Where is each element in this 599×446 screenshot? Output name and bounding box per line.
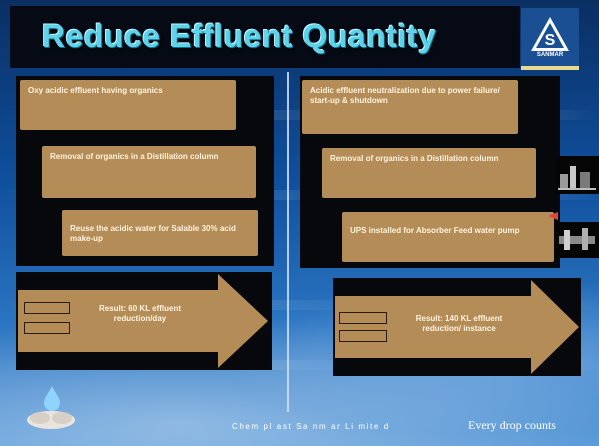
result-bar bbox=[24, 322, 70, 334]
wave-highlight bbox=[0, 300, 599, 310]
sanmar-logo: S SANMAR bbox=[521, 8, 579, 68]
svg-text:S: S bbox=[545, 32, 556, 49]
result-arrow-icon bbox=[335, 280, 579, 374]
sanmar-logo-icon: S bbox=[531, 17, 569, 51]
right-step-3: UPS installed for Absorber Feed water pu… bbox=[342, 212, 554, 262]
right-step-1: Acidic effluent neutralization due to po… bbox=[302, 80, 518, 134]
side-thumbnail bbox=[556, 222, 599, 258]
right-step-2: Removal of organics in a Distillation co… bbox=[322, 148, 536, 198]
plant-image-icon bbox=[558, 166, 596, 190]
footer-tagline: Every drop counts bbox=[468, 418, 556, 432]
title-bar: Reduce Effluent Quantity bbox=[10, 6, 520, 68]
left-result-panel: Result: 60 KL effluent reduction/day bbox=[16, 272, 272, 370]
center-divider bbox=[287, 72, 289, 412]
left-flow-panel: Oxy acidic effluent having organics Remo… bbox=[16, 76, 274, 266]
right-result-text: Result: 140 KL effluent reduction/ insta… bbox=[415, 314, 503, 333]
wave-highlight bbox=[0, 110, 599, 120]
logo-strip bbox=[521, 66, 579, 70]
right-flow-panel: Acidic effluent neutralization due to po… bbox=[300, 76, 560, 268]
left-step-2: Removal of organics in a Distillation co… bbox=[42, 146, 256, 198]
logo-text: SANMAR bbox=[536, 52, 564, 58]
wave-highlight bbox=[0, 360, 599, 370]
result-bar bbox=[339, 330, 387, 342]
red-pointer-icon bbox=[548, 212, 558, 220]
slide-title: Reduce Effluent Quantity bbox=[42, 18, 437, 54]
wave-highlight bbox=[0, 190, 599, 200]
left-result-text: Result: 60 KL effluent reduction/day bbox=[98, 304, 182, 323]
result-arrow-icon bbox=[18, 274, 268, 368]
result-bar bbox=[24, 302, 70, 314]
left-step-1: Oxy acidic effluent having organics bbox=[20, 80, 236, 130]
right-result-panel: Result: 140 KL effluent reduction/ insta… bbox=[333, 278, 581, 376]
water-drop-hands-icon bbox=[27, 386, 75, 429]
plant-image-icon bbox=[559, 228, 595, 250]
left-step-3: Reuse the acidic water for Salable 30% a… bbox=[62, 210, 258, 256]
side-thumbnail bbox=[556, 156, 599, 194]
result-bar bbox=[339, 312, 387, 324]
footer-company: Chem pl ast Sa nm ar Li mite d bbox=[232, 422, 390, 431]
